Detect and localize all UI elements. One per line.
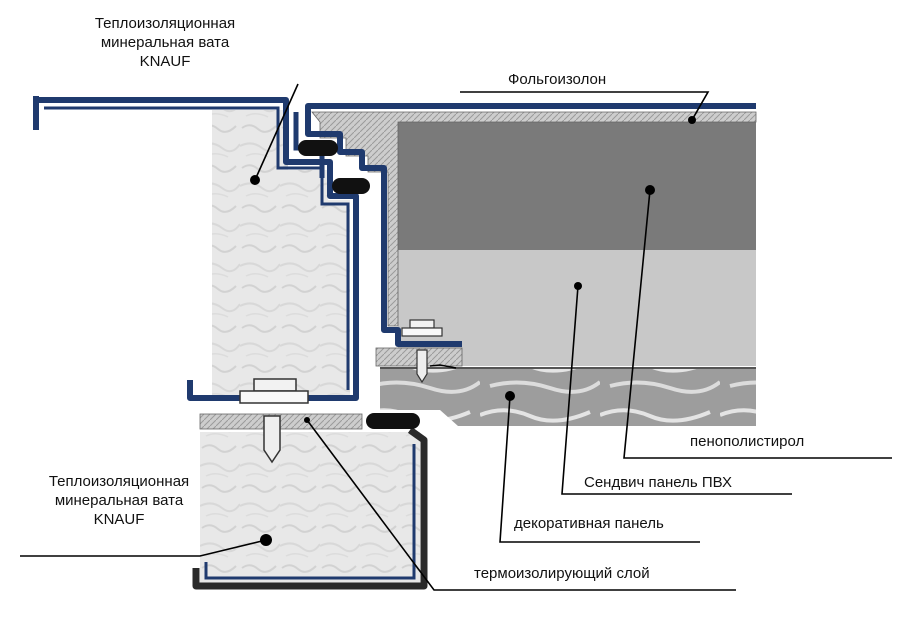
foam-block bbox=[398, 120, 756, 250]
label-foam: пенополистирол bbox=[690, 433, 805, 450]
screw-large bbox=[263, 415, 281, 464]
mineral-wool-bottom bbox=[200, 432, 420, 584]
leader-wool-bottom bbox=[20, 539, 267, 557]
label-thermo: термоизолирующий слой bbox=[474, 565, 650, 582]
mineral-wool-top bbox=[212, 110, 350, 395]
thermo-layer-plate bbox=[199, 413, 363, 430]
leader-wool-top bbox=[254, 83, 299, 181]
leader-dot-foam bbox=[645, 185, 655, 195]
label-wool-top-line1: Теплоизоляционная bbox=[94, 15, 236, 32]
profile-bottom-inner bbox=[204, 444, 416, 580]
leader-thermo-1 bbox=[306, 419, 736, 591]
leader-thermo-2 bbox=[429, 364, 457, 369]
profile-bottom-box bbox=[192, 427, 428, 590]
leader-sandwich bbox=[561, 285, 792, 495]
label-foil: Фольгоизолон bbox=[508, 71, 607, 88]
screw-small bbox=[416, 349, 428, 384]
label-wool-bottom-line2: минеральная вата bbox=[54, 492, 184, 509]
bolt-head-large bbox=[253, 378, 297, 392]
seal-gasket-3 bbox=[366, 413, 420, 429]
leader-dot-sandwich bbox=[574, 282, 582, 290]
leader-lines bbox=[20, 83, 892, 591]
leader-dot-foil bbox=[688, 116, 696, 124]
leader-decor bbox=[499, 395, 700, 543]
bolt-washer-small bbox=[401, 327, 443, 337]
decorative-panel bbox=[380, 367, 756, 426]
leader-dot-thermo bbox=[304, 417, 310, 423]
leader-foil bbox=[460, 91, 710, 121]
label-wool-top-line2: минеральная вата bbox=[100, 34, 230, 51]
leader-dot-wool-bottom bbox=[260, 534, 272, 546]
seal-gasket-2 bbox=[332, 178, 370, 194]
label-wool-top: Теплоизоляционная минеральная вата KNAUF bbox=[60, 14, 270, 71]
label-wool-bottom-line1: Теплоизоляционная bbox=[48, 473, 190, 490]
profile-sash bbox=[305, 103, 756, 347]
leader-dots bbox=[250, 116, 696, 546]
leader-dot-decor bbox=[505, 391, 515, 401]
label-wool-bottom: Теплоизоляционная минеральная вата KNAUF bbox=[14, 472, 224, 529]
leader-foam bbox=[623, 189, 892, 459]
label-wool-bottom-line3: KNAUF bbox=[93, 511, 145, 528]
label-decor: декоративная панель bbox=[514, 515, 664, 532]
seal-gasket-1 bbox=[298, 140, 338, 156]
bolt-head-small bbox=[409, 319, 435, 329]
thermo-layer-upper bbox=[311, 111, 757, 327]
leader-dot-wool-top bbox=[250, 175, 260, 185]
label-sandwich: Сендвич панель ПВХ bbox=[584, 474, 733, 491]
label-wool-top-line3: KNAUF bbox=[139, 53, 191, 70]
bolt-washer-large bbox=[239, 390, 309, 404]
